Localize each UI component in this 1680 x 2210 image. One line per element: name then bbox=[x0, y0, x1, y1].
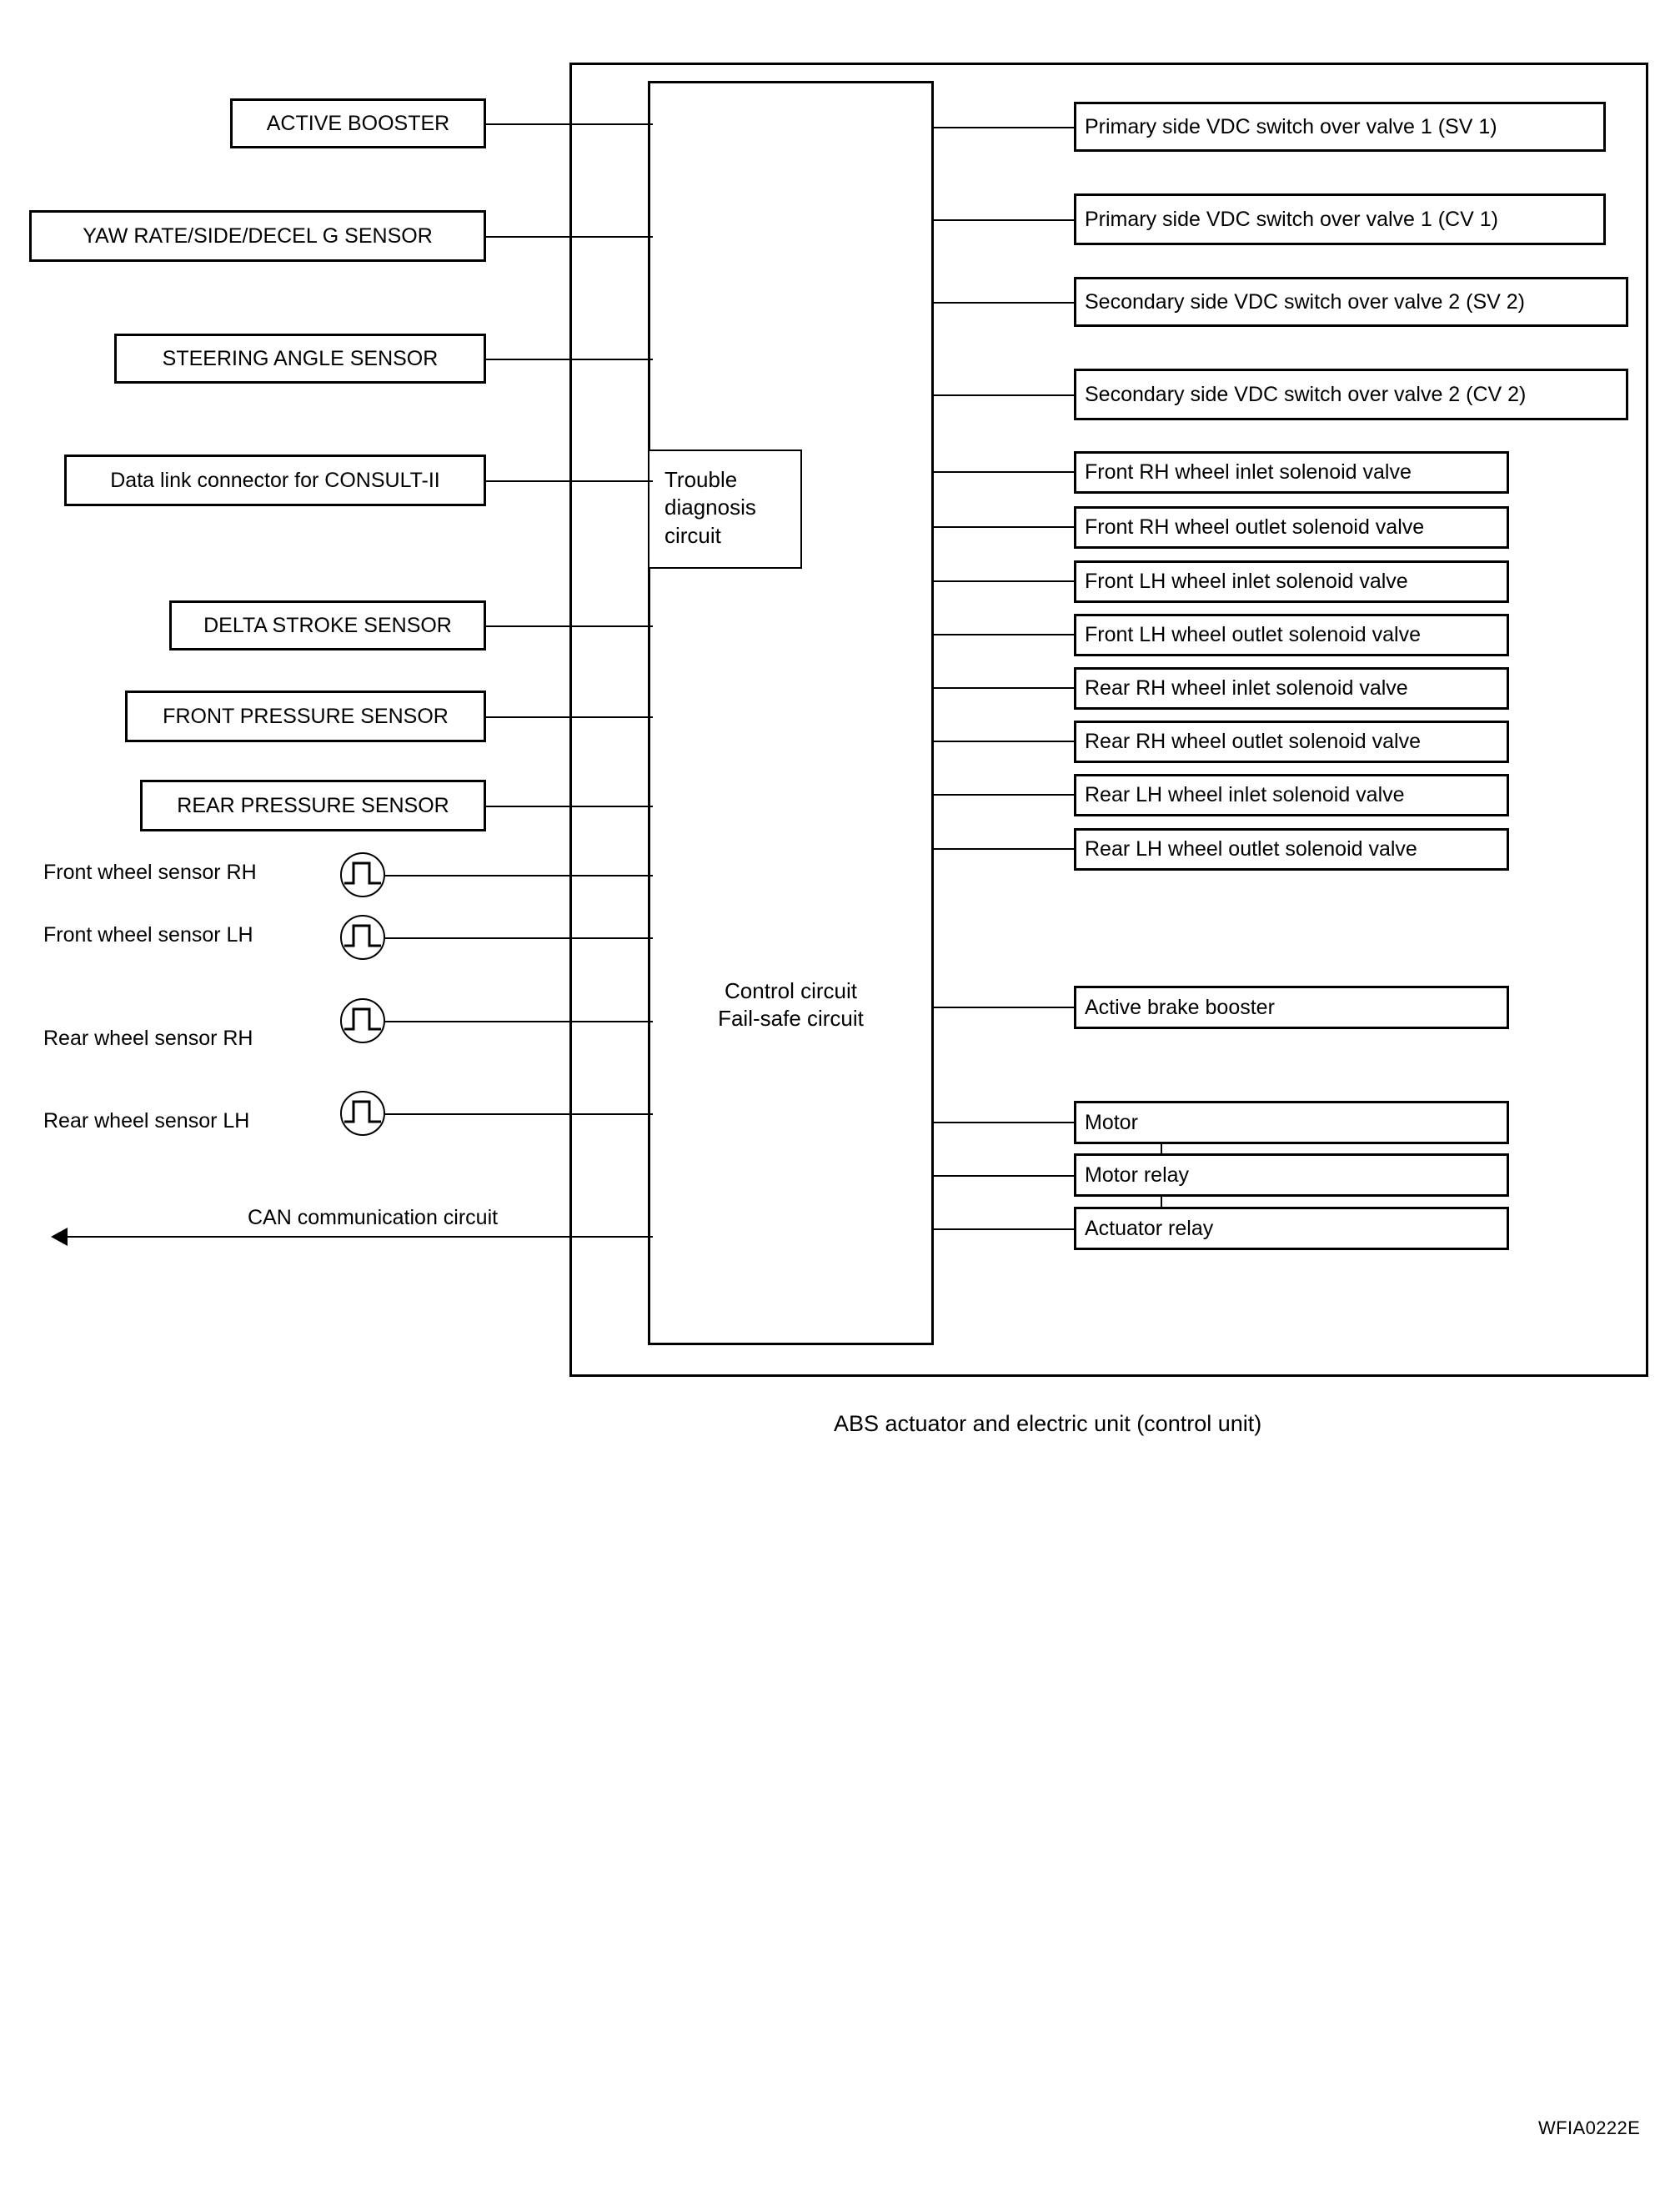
output-box-actuator-relay[interactable]: Actuator relay bbox=[1074, 1207, 1509, 1250]
output-box-motor[interactable]: Motor bbox=[1074, 1101, 1509, 1144]
wire-data-link-connector bbox=[486, 480, 653, 482]
figure-code: WFIA0222E bbox=[1538, 2117, 1641, 2138]
input-box-data-link-connector-consult-ii[interactable]: Data link connector for CONSULT-II bbox=[64, 455, 486, 506]
output-label: Rear LH wheel inlet solenoid valve bbox=[1085, 783, 1405, 807]
output-box-rear-rh-outlet-solenoid-valve[interactable]: Rear RH wheel outlet solenoid valve bbox=[1074, 721, 1509, 763]
trouble-diagnosis-circuit-label: Trouble diagnosis circuit bbox=[664, 467, 756, 548]
wheel-sensor-pulse-icon bbox=[339, 1090, 386, 1137]
link-motor-relay-to-actuator-relay bbox=[1161, 1196, 1162, 1208]
wire-yaw-rate-sensor bbox=[486, 236, 653, 238]
output-label: Primary side VDC switch over valve 1 (SV… bbox=[1085, 114, 1497, 138]
wire-motor-relay bbox=[931, 1175, 1074, 1177]
output-box-front-lh-inlet-solenoid-valve[interactable]: Front LH wheel inlet solenoid valve bbox=[1074, 560, 1509, 603]
trouble-diagnosis-circuit-box: Trouble diagnosis circuit bbox=[648, 450, 802, 569]
wire-secondary-sv2-valve bbox=[931, 302, 1074, 304]
output-label: Actuator relay bbox=[1085, 1216, 1214, 1240]
output-label: Active brake booster bbox=[1085, 995, 1275, 1019]
wire-primary-cv1-valve bbox=[931, 219, 1074, 221]
wire-front-wheel-sensor-rh bbox=[385, 875, 653, 876]
input-box-active-booster[interactable]: ACTIVE BOOSTER bbox=[230, 98, 486, 148]
output-box-rear-lh-inlet-solenoid-valve[interactable]: Rear LH wheel inlet solenoid valve bbox=[1074, 774, 1509, 816]
output-box-active-brake-booster[interactable]: Active brake booster bbox=[1074, 986, 1509, 1029]
output-label: Motor bbox=[1085, 1110, 1138, 1134]
input-box-steering-angle-sensor[interactable]: STEERING ANGLE SENSOR bbox=[114, 334, 486, 384]
wire-rear-rh-outlet-solenoid bbox=[931, 741, 1074, 742]
link-motor-to-motor-relay bbox=[1161, 1143, 1162, 1154]
control-unit-inner-frame bbox=[648, 81, 934, 1345]
wire-secondary-cv2-valve bbox=[931, 394, 1074, 396]
output-label: Rear LH wheel outlet solenoid valve bbox=[1085, 837, 1417, 861]
wheel-sensor-pulse-icon bbox=[339, 914, 386, 961]
input-label: REAR PRESSURE SENSOR bbox=[177, 793, 449, 817]
input-label: YAW RATE/SIDE/DECEL G SENSOR bbox=[83, 224, 433, 248]
output-box-secondary-sv2-valve[interactable]: Secondary side VDC switch over valve 2 (… bbox=[1074, 277, 1628, 327]
wire-motor bbox=[931, 1122, 1074, 1123]
wire-front-lh-outlet-solenoid bbox=[931, 634, 1074, 635]
output-label: Motor relay bbox=[1085, 1163, 1190, 1187]
input-box-front-pressure-sensor[interactable]: FRONT PRESSURE SENSOR bbox=[125, 691, 486, 742]
output-label: Primary side VDC switch over valve 1 (CV… bbox=[1085, 207, 1498, 231]
wire-rear-pressure-sensor bbox=[486, 806, 653, 807]
wheel-sensor-pulse-icon bbox=[339, 851, 386, 898]
wheel-sensor-label-front-lh: Front wheel sensor LH bbox=[43, 923, 253, 947]
output-box-rear-lh-outlet-solenoid-valve[interactable]: Rear LH wheel outlet solenoid valve bbox=[1074, 828, 1509, 871]
output-box-front-lh-outlet-solenoid-valve[interactable]: Front LH wheel outlet solenoid valve bbox=[1074, 614, 1509, 656]
output-box-motor-relay[interactable]: Motor relay bbox=[1074, 1153, 1509, 1197]
wire-rear-wheel-sensor-lh bbox=[385, 1113, 653, 1115]
input-label: Data link connector for CONSULT-II bbox=[110, 468, 440, 492]
input-label: DELTA STROKE SENSOR bbox=[203, 613, 452, 637]
output-box-secondary-cv2-valve[interactable]: Secondary side VDC switch over valve 2 (… bbox=[1074, 369, 1628, 420]
wheel-sensor-label-rear-lh: Rear wheel sensor LH bbox=[43, 1109, 250, 1133]
can-communication-circuit-label: CAN communication circuit bbox=[248, 1206, 499, 1229]
input-label: FRONT PRESSURE SENSOR bbox=[163, 704, 449, 728]
output-label: Secondary side VDC switch over valve 2 (… bbox=[1085, 382, 1527, 406]
output-box-front-rh-inlet-solenoid-valve[interactable]: Front RH wheel inlet solenoid valve bbox=[1074, 451, 1509, 494]
control-fail-safe-circuit-label: Control circuit Fail-safe circuit bbox=[718, 978, 864, 1032]
output-label: Front RH wheel outlet solenoid valve bbox=[1085, 515, 1425, 540]
wire-active-booster bbox=[486, 123, 653, 125]
input-box-yaw-rate-side-decel-g-sensor[interactable]: YAW RATE/SIDE/DECEL G SENSOR bbox=[29, 210, 486, 262]
output-label: Secondary side VDC switch over valve 2 (… bbox=[1085, 289, 1525, 314]
input-label: ACTIVE BOOSTER bbox=[266, 111, 450, 135]
output-box-primary-cv1-valve[interactable]: Primary side VDC switch over valve 1 (CV… bbox=[1074, 193, 1606, 245]
output-box-front-rh-outlet-solenoid-valve[interactable]: Front RH wheel outlet solenoid valve bbox=[1074, 506, 1509, 549]
wheel-sensor-label-front-rh: Front wheel sensor RH bbox=[43, 861, 257, 884]
wire-rear-rh-inlet-solenoid bbox=[931, 687, 1074, 689]
wire-front-wheel-sensor-lh bbox=[385, 937, 653, 939]
input-box-delta-stroke-sensor[interactable]: DELTA STROKE SENSOR bbox=[169, 600, 486, 650]
output-label: Rear RH wheel inlet solenoid valve bbox=[1085, 676, 1408, 701]
wire-primary-sv1-valve bbox=[931, 127, 1074, 128]
input-box-rear-pressure-sensor[interactable]: REAR PRESSURE SENSOR bbox=[140, 780, 486, 831]
wire-delta-stroke-sensor bbox=[486, 625, 653, 627]
wire-front-pressure-sensor bbox=[486, 716, 653, 718]
abs-actuator-outer-frame bbox=[569, 63, 1648, 1377]
wire-can-communication-circuit bbox=[57, 1236, 653, 1238]
wire-front-lh-inlet-solenoid bbox=[931, 580, 1074, 582]
wire-rear-lh-outlet-solenoid bbox=[931, 848, 1074, 850]
output-label: Front LH wheel inlet solenoid valve bbox=[1085, 570, 1408, 594]
output-label: Front LH wheel outlet solenoid valve bbox=[1085, 623, 1422, 647]
wire-rear-wheel-sensor-rh bbox=[385, 1021, 653, 1022]
output-label: Rear RH wheel outlet solenoid valve bbox=[1085, 730, 1421, 754]
wire-front-rh-outlet-solenoid bbox=[931, 526, 1074, 528]
wire-active-brake-booster bbox=[931, 1007, 1074, 1008]
wheel-sensor-pulse-icon bbox=[339, 997, 386, 1044]
input-label: STEERING ANGLE SENSOR bbox=[162, 346, 439, 370]
output-label: Front RH wheel inlet solenoid valve bbox=[1085, 460, 1412, 485]
wheel-sensor-label-rear-rh: Rear wheel sensor RH bbox=[43, 1027, 253, 1050]
wire-front-rh-inlet-solenoid bbox=[931, 471, 1074, 473]
wire-actuator-relay bbox=[931, 1228, 1074, 1230]
wire-steering-angle-sensor bbox=[486, 359, 653, 360]
wire-rear-lh-inlet-solenoid bbox=[931, 794, 1074, 796]
output-box-rear-rh-inlet-solenoid-valve[interactable]: Rear RH wheel inlet solenoid valve bbox=[1074, 667, 1509, 710]
figure-caption: ABS actuator and electric unit (control … bbox=[834, 1411, 1262, 1436]
can-arrow-head-icon bbox=[51, 1228, 68, 1246]
output-box-primary-sv1-valve[interactable]: Primary side VDC switch over valve 1 (SV… bbox=[1074, 102, 1606, 152]
